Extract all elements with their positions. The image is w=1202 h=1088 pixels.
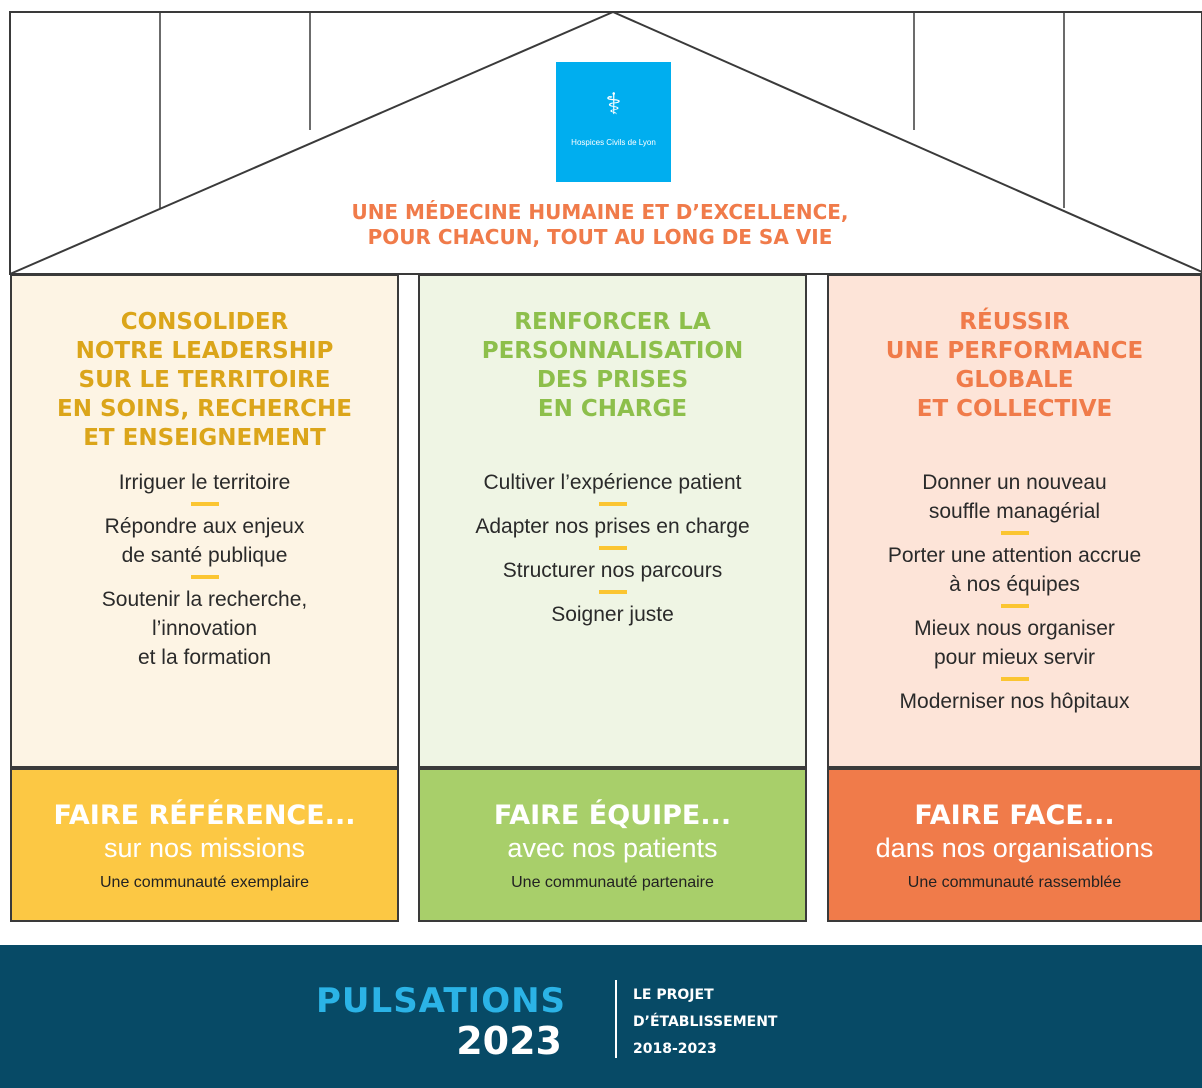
objective-item-line: souffle managérial [928,500,1101,523]
objective-item: Structurer nos parcours [420,556,805,585]
hospital-logo: ⚕ Hospices Civils de Lyon [556,62,671,182]
base-subheading: dans nos organisations [875,833,1154,863]
pillar-title-line: CONSOLIDER [120,309,289,335]
objective-item-line: Répondre aux enjeux [104,515,305,538]
item-separator [598,502,627,506]
objective-item-line: Donner un nouveau [922,471,1107,494]
base-community: Une communauté rassemblée [907,874,1122,891]
objective-item-line: Soigner juste [551,603,674,626]
project-line-3: 2018-2023 [633,1041,717,1057]
objective-item: Soigner juste [420,600,805,629]
base-heading: FAIRE FACE... [914,800,1115,831]
footer-banner: PULSATIONS 2023 LE PROJET D’ÉTABLISSEMEN… [0,945,1202,1088]
pillar-title-line: PERSONNALISATION [481,338,744,364]
objective-item-line: à nos équipes [949,573,1080,596]
pillar-title-line: ET COLLECTIVE [916,396,1113,422]
base-face: FAIRE FACE... dans nos organisations Une… [827,768,1202,922]
pillar-title-line: NOTRE LEADERSHIP [75,338,334,364]
objective-item-line: Moderniser nos hôpitaux [899,690,1130,713]
objective-item: Mieux nous organiser pour mieux servir [829,614,1200,672]
objective-item: Moderniser nos hôpitaux [829,687,1200,716]
objective-item: Cultiver l’expérience patient [420,468,805,497]
objective-item: Irriguer le territoire [12,468,397,497]
pillar-title-line: SUR LE TERRITOIRE [78,367,331,393]
objective-item-line: Porter une attention accrue [887,544,1142,567]
objective-item-line: Adapter nos prises en charge [475,515,750,538]
base-heading: FAIRE ÉQUIPE... [493,800,732,831]
base-subheading: sur nos missions [103,833,306,863]
base-reference: FAIRE RÉFÉRENCE... sur nos missions Une … [10,768,399,922]
pillar-title: RENFORCER LA PERSONNALISATION DES PRISES EN… [420,308,805,424]
objective-item: Adapter nos prises en charge [420,512,805,541]
item-separator [190,575,219,579]
objective-item-line: Structurer nos parcours [502,559,723,582]
objective-item: Donner un nouveau souffle managérial [829,468,1200,526]
project-label: LE PROJET D’ÉTABLISSEMENT 2018-2023 [633,982,777,1063]
project-line-1: LE PROJET [633,987,714,1003]
pillar-title: RÉUSSIR UNE PERFORMANCE GLOBALE ET COLLECTI… [829,308,1200,424]
pillar-leadership: CONSOLIDER NOTRE LEADERSHIP SUR LE TERRITO… [10,274,399,768]
pillar-performance: RÉUSSIR UNE PERFORMANCE GLOBALE ET COLLECTI… [827,274,1202,768]
pillar-title-line: ET ENSEIGNEMENT [83,425,326,451]
brand-year: 2023 [456,1019,562,1063]
objective-item-line: Irriguer le territoire [118,471,291,494]
logo-name: Hospices Civils de Lyon [571,138,656,147]
item-separator [1000,677,1029,681]
pillar-title-line: EN SOINS, RECHERCHE [56,396,352,422]
pillar-title-line: EN CHARGE [537,396,688,422]
objective-item-line: Soutenir la recherche, [101,588,308,611]
footer-divider [615,980,617,1058]
base-equipe: FAIRE ÉQUIPE... avec nos patients Une co… [418,768,807,922]
objective-item-line: Mieux nous organiser [914,617,1115,640]
base-community: Une communauté exemplaire [100,874,309,891]
item-separator [598,546,627,550]
pillar-title-line: RÉUSSIR [959,309,1070,335]
objective-item-line: l’innovation [151,617,258,640]
item-separator [190,502,219,506]
objective-item-line: de santé publique [121,544,288,567]
objective-item: Soutenir la recherche, l’innovation et la … [12,585,397,672]
pillar-title-line: UNE PERFORMANCE [885,338,1144,364]
mission-statement: UNE MÉDECINE HUMAINE ET D’EXCELLENCE, PO… [200,200,1000,250]
mission-line-1: UNE MÉDECINE HUMAINE ET D’EXCELLENCE, [351,200,849,224]
base-community: Une communauté partenaire [511,874,714,891]
item-separator [598,590,627,594]
pillar-title-line: GLOBALE [955,367,1074,393]
mission-line-2: POUR CHACUN, TOUT AU LONG DE SA VIE [367,225,833,249]
project-line-2: D’ÉTABLISSEMENT [633,1014,778,1030]
objective-item-line: et la formation [137,646,272,669]
base-heading: FAIRE RÉFÉRENCE... [53,800,356,831]
hospital-logo-icon: ⚕ [605,87,622,122]
item-separator [1000,531,1029,535]
pillar-title: CONSOLIDER NOTRE LEADERSHIP SUR LE TERRITO… [12,308,397,453]
pulsations-logo: PULSATIONS 2023 [316,981,567,1071]
pillar-title-line: DES PRISES [536,367,689,393]
item-separator [1000,604,1029,608]
objective-item: Porter une attention accrue à nos équipes [829,541,1200,599]
pillar-personnalisation: RENFORCER LA PERSONNALISATION DES PRISES EN… [418,274,807,768]
brand-word: PULSATIONS [316,981,567,1021]
base-subheading: avec nos patients [507,833,718,863]
objective-item: Répondre aux enjeux de santé publique [12,512,397,570]
objective-item-line: pour mieux servir [933,646,1096,669]
objective-item-line: Cultiver l’expérience patient [483,471,742,494]
pillar-title-line: RENFORCER LA [514,309,711,335]
